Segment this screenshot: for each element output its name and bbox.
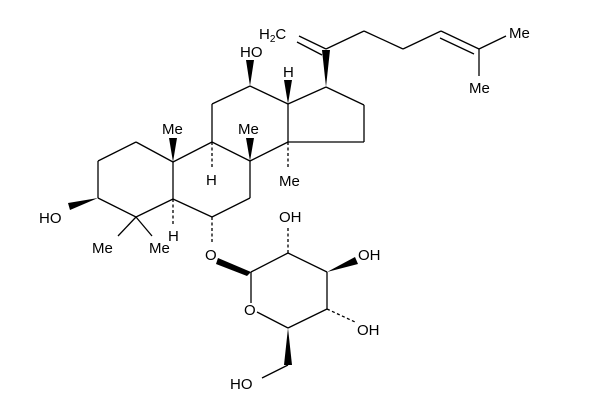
label-me-c14: Me	[279, 173, 300, 190]
label-me-c8: Me	[238, 121, 259, 138]
label-me-side-1: Me	[509, 25, 530, 42]
stereo-bonds	[68, 60, 292, 244]
wedge-c17-c20	[322, 50, 330, 87]
label-o-ring: O	[244, 302, 256, 319]
ring-b	[172, 141, 251, 218]
label-ho-c6p: HO	[230, 376, 253, 393]
label-me-c4b: Me	[149, 240, 170, 257]
ring-d	[287, 86, 365, 143]
label-o-glycosidic: O	[205, 247, 217, 264]
ring-c	[211, 85, 289, 162]
label-ho-c3: HO	[39, 210, 62, 227]
label-oh-c2p: OH	[279, 209, 302, 226]
label-me-c4a: Me	[92, 240, 113, 257]
label-me-c10: Me	[162, 121, 183, 138]
label-h-c9: H	[206, 172, 217, 189]
ring-a	[97, 141, 174, 218]
label-oh-c4p: OH	[357, 322, 380, 339]
side-chain	[296, 30, 507, 87]
label-ho-c12: HO	[240, 44, 263, 61]
glucose-ring	[216, 228, 358, 379]
label-h-c5: H	[168, 228, 179, 245]
label-h2c: H2C	[259, 26, 286, 45]
label-h-c13: H	[283, 64, 294, 81]
label-me-side-2: Me	[469, 80, 490, 97]
label-oh-c3p: OH	[358, 247, 381, 264]
wedge-anomeric	[216, 258, 251, 276]
atom-labels: H2C HO H Me Me Me Me H Me HO Me Me H O O…	[39, 25, 530, 393]
